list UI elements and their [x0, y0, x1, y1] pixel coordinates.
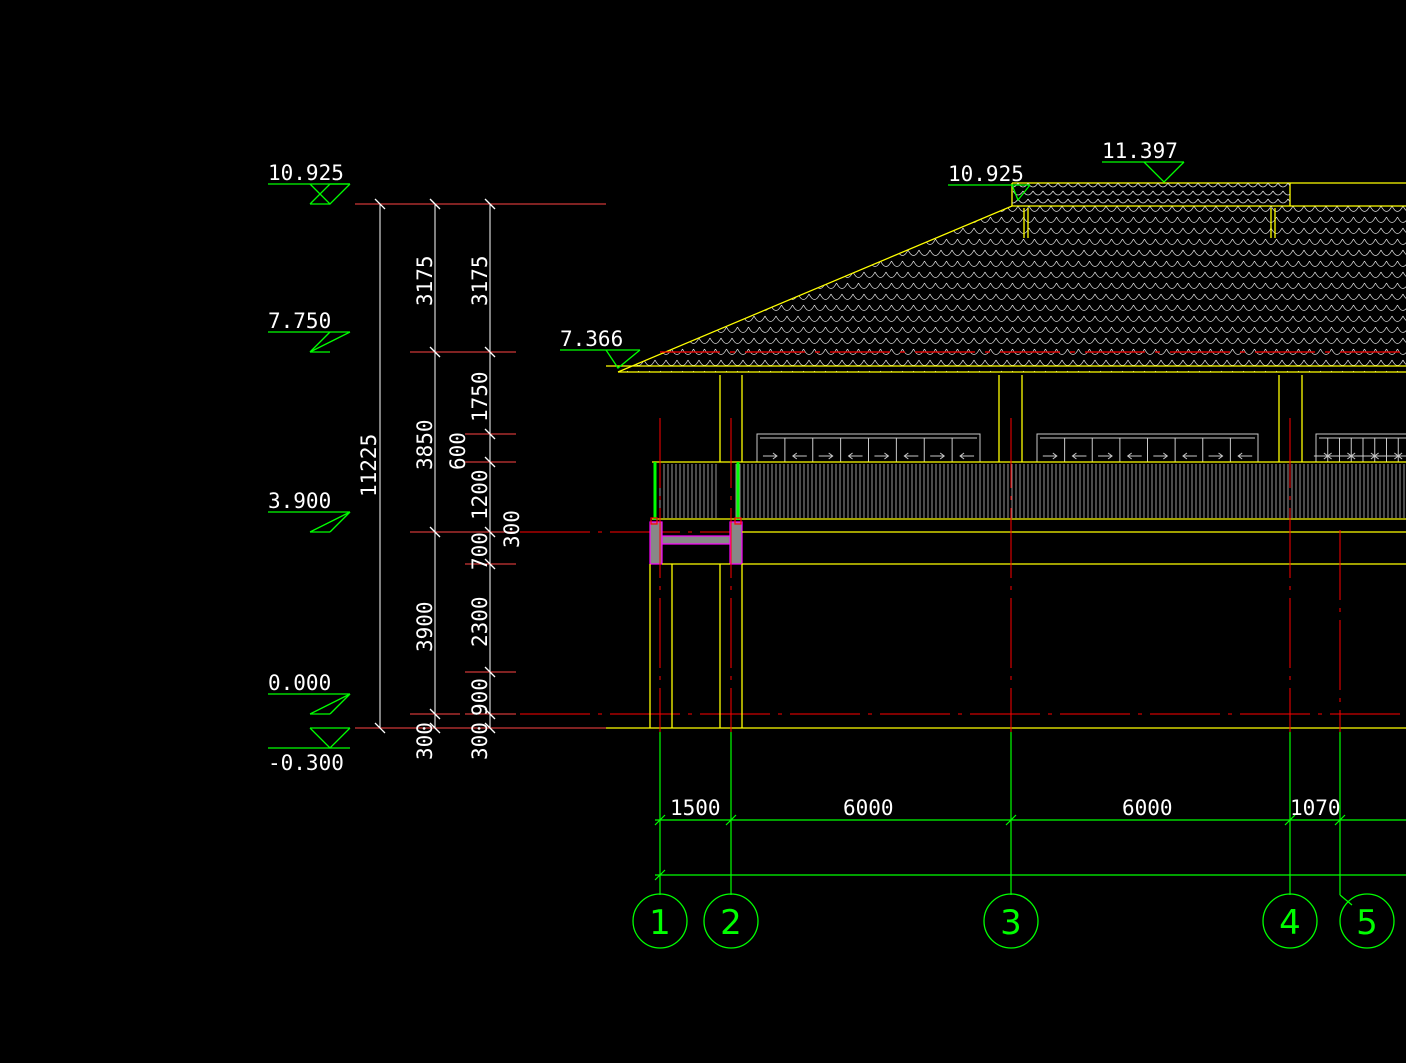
- floor-section: [649, 517, 743, 565]
- dim-chain1-3175: 3175: [413, 255, 437, 306]
- ridge-tile-row: [1012, 198, 1290, 204]
- dim-chain2-600: 600: [446, 432, 470, 470]
- railing: [652, 461, 1406, 520]
- hdim-1500: 1500: [670, 796, 721, 820]
- window-slide-arrow: [959, 452, 975, 460]
- axis-label-5: 5: [1356, 903, 1378, 943]
- axis-label-4: 4: [1279, 903, 1301, 943]
- axis-label-2: 2: [720, 903, 742, 943]
- window-slide-arrow: [1208, 452, 1224, 460]
- window-slide-arrow: [1153, 452, 1169, 460]
- window-slide-arrow: [847, 452, 863, 460]
- dim-total-11225: 11225: [357, 434, 381, 497]
- columns: [719, 375, 1303, 462]
- dim-chain2-700: 700: [468, 532, 492, 570]
- dim-chain2-1200: 1200: [468, 469, 492, 520]
- hdim-6000-b: 6000: [1122, 796, 1173, 820]
- dim-chain1-3900: 3900: [413, 601, 437, 652]
- windows: [756, 433, 1406, 463]
- window-slide-arrow: [1042, 452, 1058, 460]
- level-label-0000: 0.000: [268, 671, 331, 695]
- window-slide-arrow: [930, 452, 946, 460]
- axis-bubbles: [632, 893, 1395, 949]
- hdim-1070: 1070: [1290, 796, 1341, 820]
- window-slide-arrow: [1126, 452, 1142, 460]
- ridge-left-level-label: 10.925: [948, 162, 1024, 186]
- window-slide-arrow: [1237, 452, 1253, 460]
- dim-chain2-1750: 1750: [468, 371, 492, 422]
- window-slide-arrow: [1071, 452, 1087, 460]
- dim-chain2-2300: 2300: [468, 596, 492, 647]
- window-slide-arrow: [1397, 452, 1406, 460]
- dim-chain2-3175: 3175: [468, 255, 492, 306]
- dim-chain2-900: 900: [468, 678, 492, 716]
- vertical-centerlines: [659, 418, 1341, 735]
- window-slide-arrow: [1182, 452, 1197, 460]
- ridge-top-level-label: 11.397: [1102, 139, 1178, 163]
- level-label-3900: 3.900: [268, 489, 331, 513]
- dim-chain3-300: 300: [500, 510, 524, 548]
- window-slide-arrow: [791, 452, 807, 460]
- level-label-7750: 7.750: [268, 309, 331, 333]
- ground-floor-outline: [606, 531, 1406, 729]
- window-slide-arrow: [1098, 452, 1113, 460]
- roof-level-marks: [560, 161, 1185, 369]
- dim-chain1-3850: 3850: [413, 419, 437, 470]
- horizontal-dimension-lines: [654, 732, 1406, 906]
- level-label-minus0300: -0.300: [268, 751, 344, 775]
- window-slide-arrow: [903, 452, 919, 460]
- roof-outline: [606, 182, 1406, 373]
- hdim-6000-a: 6000: [843, 796, 894, 820]
- roof-tile-row: [618, 348, 1406, 355]
- window-slide-arrow: [762, 452, 778, 460]
- window-slide-arrow: [874, 452, 890, 460]
- axis-label-1: 1: [649, 903, 671, 943]
- level-label-10925: 10.925: [268, 161, 344, 185]
- window-slide-arrow: [818, 452, 834, 460]
- dim-chain2-300: 300: [468, 722, 492, 760]
- roof-tile-row: [618, 337, 1406, 344]
- ridge-tiles: [1012, 183, 1290, 204]
- axis-label-3: 3: [1000, 903, 1022, 943]
- dim-chain1-300: 300: [413, 722, 437, 760]
- eave-level-label: 7.366: [560, 327, 623, 351]
- ridge-tile-row: [1012, 190, 1290, 196]
- level-marks-left: [268, 183, 351, 749]
